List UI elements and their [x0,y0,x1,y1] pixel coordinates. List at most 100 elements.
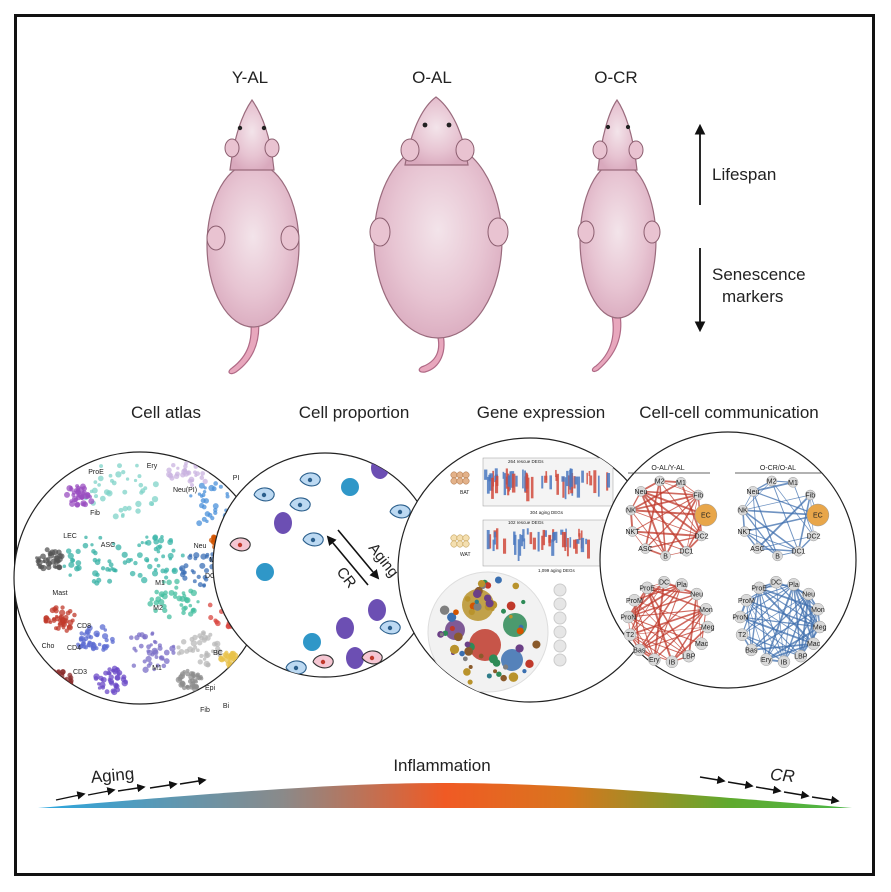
atlas-point [181,591,186,595]
atlas-point [189,494,193,498]
atlas-point [210,534,217,540]
atlas-point [237,461,242,466]
atlas-point [90,646,96,652]
comm-edge [629,634,689,657]
comm-right-title: O-CR/O-AL [760,465,796,472]
cell-proportion-panel: Aging CR [212,452,438,678]
comm-node-label: Bas [745,647,758,654]
atlas-point [121,679,128,687]
atlas-point [208,615,214,621]
atlas-point [108,562,114,568]
comm-edge [658,480,667,556]
atlas-point [108,678,114,685]
atlas-cluster-label: Epi [205,685,216,692]
comm-node [625,504,637,516]
gene-bubble [553,583,567,597]
comm-edge [765,626,821,661]
atlas-point [222,652,229,658]
comm-node [787,578,800,591]
gene-bubble [469,629,501,661]
comm-node-label: Neu [635,489,648,496]
atlas-point [121,551,128,558]
gene-bubble [484,582,492,589]
comm-node-label: M2 [655,478,665,485]
gene-bubble [494,576,502,584]
inflammation-bar: Inflammation Aging CR [38,756,852,808]
atlas-point [198,482,205,489]
comm-edge [745,600,752,650]
atlas-point [234,662,240,668]
comm-node [690,587,703,601]
gene-bubble [509,614,513,619]
atlas-point [180,639,187,645]
heat-cell [522,529,525,542]
heat-cell [576,476,581,498]
gene-bubble [553,611,567,625]
comm-edge [758,587,815,645]
comm-node [793,545,804,557]
comm-edge [758,587,820,628]
atlas-point [171,567,178,575]
gene-bubble [553,639,567,653]
atlas-point [205,552,210,557]
atlas-point [201,631,206,636]
comm-edge [741,634,785,663]
atlas-point [169,475,175,481]
atlas-point [48,677,53,682]
atlas-point [108,674,114,680]
comm-node [675,477,687,488]
gene-bubble [464,647,474,656]
gene-bubble [501,608,506,614]
comm-node [752,543,763,554]
comm-node-label: EC [701,513,711,520]
atlas-point [171,548,176,553]
atlas-point [99,624,106,630]
atlas-point [236,466,240,471]
atlas-cluster-label: Neu(PI) [173,487,197,494]
atlas-point [225,623,232,630]
comm-node-label: DC1 [791,549,805,556]
comm-node-label: Mac [807,641,821,648]
atlas-point [172,594,178,599]
comm-node [699,603,713,616]
atlas-point [245,465,250,470]
atlas-point [51,673,58,680]
atlas-point [55,682,61,688]
atlas-point [69,487,74,492]
mouse-label-ocr: O-CR [594,68,637,87]
atlas-point [38,565,42,569]
atlas-point [218,484,223,489]
atlas-point [97,642,102,647]
atlas-point [110,688,116,694]
atlas-point [64,491,70,498]
atlas-point [173,591,178,596]
comm-edge [797,494,812,552]
atlas-point [47,561,52,566]
atlas-point [197,659,203,665]
atlas-point [166,579,172,586]
atlas-point [247,470,254,476]
gene-expression-panel: BAT WAT 264 rescue DEGs 304 aging DEGs 1… [397,437,663,703]
atlas-point [137,572,143,578]
comm-edge [639,626,708,651]
atlas-point [189,636,195,642]
atlas-point [100,677,104,682]
atlas-point [212,503,219,510]
atlas-cluster-label: M2 [153,605,163,612]
comm-node [747,486,759,497]
atlas-point [199,475,205,480]
comm-node-label: LBP [682,654,696,661]
atlas-point [232,464,236,469]
heat-cell [494,468,498,481]
atlas-point [184,596,188,601]
immune-cell [371,674,389,677]
comm-node-label: Fib [693,493,703,500]
heat-cell [561,531,565,548]
comm-node-label: NK [738,508,748,515]
atlas-point [190,648,196,653]
heat-cell [555,469,557,478]
gene-bubble [439,605,450,615]
atlas-point [158,537,165,544]
atlas-point [125,477,130,481]
comm-node-label: Fib [805,493,815,500]
